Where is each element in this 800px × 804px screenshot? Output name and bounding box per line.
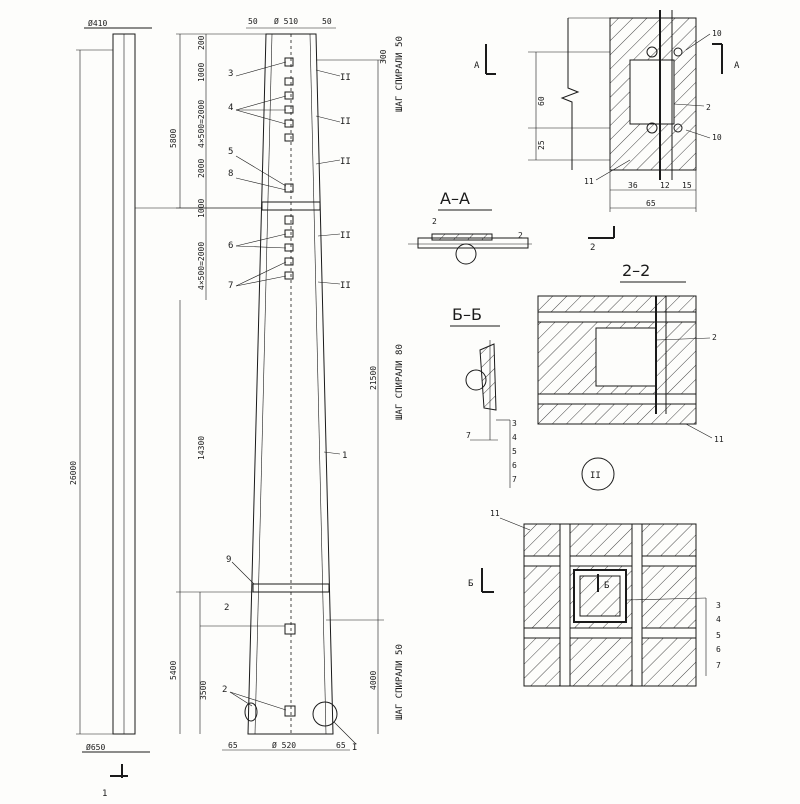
callout-1: 1 [342, 451, 347, 461]
dim-200: 200 [197, 35, 206, 50]
section-bb-title: Б–Б [452, 305, 482, 324]
callout-7: 7 [228, 281, 233, 291]
dim-4x500b: 4×500=2000 [197, 242, 206, 290]
bottom-label-5: 5 [716, 631, 721, 640]
dim-21500: 21500 [369, 366, 378, 390]
detail-bottom-label-11: 11 [490, 509, 500, 518]
marker-a-right: А [734, 61, 740, 71]
top-dim-50-right: 50 [322, 17, 332, 26]
detail-label-10a: 10 [712, 29, 722, 38]
detail-bottom: 11 Б Б 3 4 5 6 7 [468, 509, 721, 687]
roman-callout-2: II [340, 117, 351, 127]
detail-dim-36: 36 [628, 181, 638, 190]
callout-2a: 2 [224, 603, 229, 613]
detail-ii-marker: II [581, 457, 615, 491]
section-bb: Б–Б 3 4 5 6 7 7 [450, 305, 517, 488]
dim-4x500: 4×500=2000 [197, 100, 206, 148]
roman-circle-label: II [590, 471, 601, 481]
bb-label-7: 7 [512, 475, 517, 484]
section-22-title: 2–2 [622, 261, 650, 280]
dim-4000: 4000 [369, 671, 378, 690]
callout-8: 8 [228, 169, 233, 179]
detail-top: 60 25 А А 36 12 15 65 10 10 2 11 2 [474, 10, 740, 253]
bb-dim-7: 7 [466, 431, 471, 440]
section-aa-label-2: 2 [432, 217, 437, 226]
detail-label-11: 11 [584, 177, 594, 186]
top-dim-50-left: 50 [248, 17, 258, 26]
spiral-step-top: ШАГ СПИРАЛИ 50 [395, 36, 405, 112]
section-22-label-2: 2 [712, 333, 717, 342]
detail-dim-25: 25 [537, 140, 546, 150]
detail-dim-12: 12 [660, 181, 670, 190]
spiral-step-bottom: ШАГ СПИРАЛИ 50 [395, 644, 405, 720]
roman-callout-4: II [340, 231, 351, 241]
dim-5400: 5400 [169, 661, 178, 680]
bottom-label-4: 4 [716, 615, 721, 624]
marker-b-left: Б [468, 579, 473, 589]
callout-9: 9 [226, 555, 231, 565]
marker-a-left: А [474, 61, 480, 71]
spiral-step-middle: ШАГ СПИРАЛИ 80 [395, 344, 405, 420]
dim-1000: 1000 [197, 63, 206, 82]
detail-label-10b: 10 [712, 133, 722, 142]
section-aa: А–А 2 2 [408, 189, 532, 265]
top-diameter-label: Ø410 [88, 18, 107, 28]
section-22-label-11: 11 [714, 435, 724, 444]
total-length-label: 26000 [69, 461, 78, 485]
dim-300: 300 [379, 49, 388, 64]
main-elevation: 50 Ø 510 50 20 [169, 16, 405, 753]
dim-1000b: 1000 [197, 199, 206, 218]
callout-3: 3 [228, 69, 233, 79]
section-aa-title: А–А [440, 189, 470, 208]
roman-callout-3: II [340, 157, 351, 167]
roman-callout-bottom: I [352, 743, 357, 753]
bb-label-3: 3 [512, 419, 517, 428]
section-1-mark: 1 [102, 789, 107, 799]
dim-14300: 14300 [197, 436, 206, 460]
bottom-label-6: 6 [716, 645, 721, 654]
bottom-diameter-label: Ø650 [86, 742, 105, 752]
dim-5800: 5800 [169, 129, 178, 148]
section-2-mark: 2 [590, 243, 595, 253]
roman-callout-1: II [340, 73, 351, 83]
detail-dim-65: 65 [646, 199, 656, 208]
bb-label-4: 4 [512, 433, 517, 442]
callout-2b: 2 [222, 685, 227, 695]
bottom-label-7: 7 [716, 661, 721, 670]
bottom-dim-65-right: 65 [336, 741, 346, 750]
callout-6: 6 [228, 241, 233, 251]
detail-dim-60: 60 [537, 96, 546, 106]
callout-4: 4 [228, 103, 233, 113]
bb-label-6: 6 [512, 461, 517, 470]
section-22: 2–2 2 11 [537, 261, 724, 444]
top-diameter: Ø 510 [274, 16, 298, 26]
marker-b-right: Б [604, 581, 609, 591]
left-elevation: Ø410 26000 Ø650 1 [69, 18, 262, 799]
bb-label-5: 5 [512, 447, 517, 456]
section-aa-label-2b: 2 [518, 231, 523, 240]
dim-2000: 2000 [197, 159, 206, 178]
detail-dim-15: 15 [682, 181, 692, 190]
callout-5: 5 [228, 147, 233, 157]
detail-label-2: 2 [706, 103, 711, 112]
bottom-label-3: 3 [716, 601, 721, 610]
dim-3500: 3500 [199, 681, 208, 700]
roman-callout-5: II [340, 281, 351, 291]
bottom-diameter: Ø 520 [272, 740, 296, 750]
bottom-dim-65-left: 65 [228, 741, 238, 750]
